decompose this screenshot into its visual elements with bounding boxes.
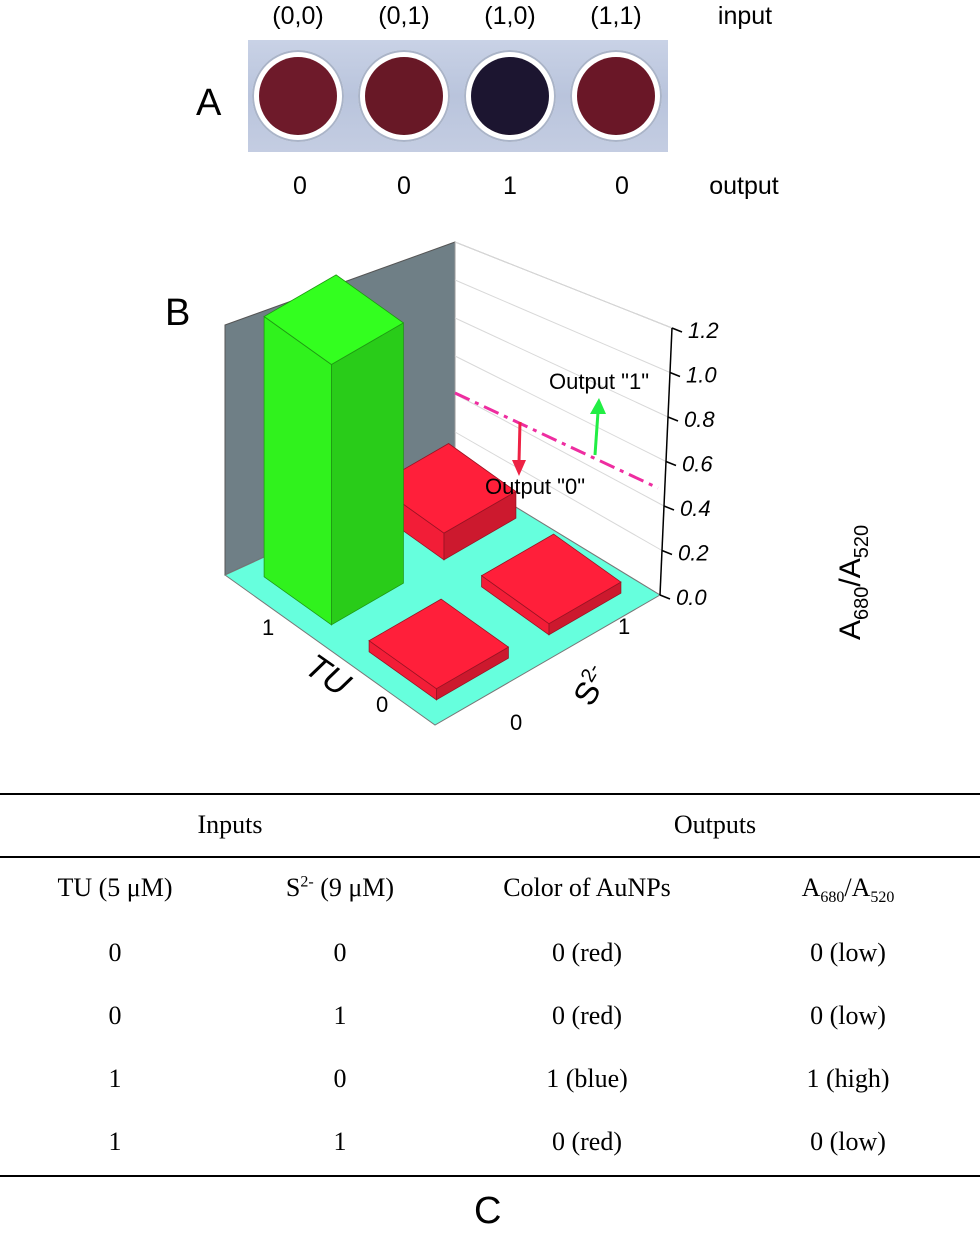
bar-chart-3d: 0.0 0.2 0.4 0.6 0.8 1.0 1.2 Output "1" Output … [224,241,873,735]
row-ratio-0: 0 (low) [810,938,886,967]
row-color-0: 0 (red) [551,938,622,967]
panel-c-letter: C [474,1190,502,1232]
bar-tu1-s0 [263,274,405,626]
header-inputs: Inputs [197,810,263,839]
z-tick-mark-4 [667,416,679,422]
z-axis-label: A680/A520 [834,525,873,640]
input-label-11: (1,1) [590,2,642,30]
z-tick-mark-5 [669,371,681,378]
row-color-3: 0 (red) [551,1127,622,1156]
arrow-down-shaft [517,421,522,463]
panel-a-letter: A [196,82,222,124]
col-header-color: Color of AuNPs [503,873,671,902]
row-tu-3: 1 [108,1127,122,1156]
output-value-01: 0 [397,172,411,200]
input-label-01: (0,1) [378,2,430,30]
z-tick-mark-0 [659,594,671,600]
input-label-00: (0,0) [272,2,324,30]
bar-tu0-s0 [368,598,510,701]
panel-b-letter: B [165,292,191,334]
z-tick-label-1: 0.2 [678,541,709,566]
row-tu-1: 0 [108,1001,122,1030]
z-tick-label-0: 0.0 [676,585,707,610]
bar-face-front-left [263,315,332,626]
col-header-s2: S2- (9 μM) [285,873,395,902]
threshold-line [454,391,659,490]
tu-tick-0: 0 [376,692,388,717]
row-ratio-1: 0 (low) [810,1001,886,1030]
table-bottom-rule [0,1175,980,1177]
col-header-tu: TU (5 μM) [57,873,173,902]
row-s2-2: 0 [333,1064,347,1093]
gridline-6 [454,241,673,329]
well-plate-photo [248,40,668,152]
row-color-1: 0 (red) [551,1001,622,1030]
z-tick-label-6: 1.2 [688,318,719,343]
arrow-up-shaft [593,411,600,456]
arrow-down-icon [512,460,526,476]
output-0-annotation: Output "0" [485,474,585,499]
tu-tick-1: 1 [262,615,274,640]
row-s2-3: 1 [333,1127,347,1156]
output-value-10: 1 [503,172,517,200]
row-tu-0: 0 [108,938,122,967]
bar-face-top [368,598,510,690]
z-tick-label-3: 0.6 [682,452,713,477]
header-outputs: Outputs [673,810,757,839]
table-mid-rule [0,856,980,858]
output-row-label: output [709,172,779,200]
bar-face-top [480,533,622,625]
bar-face-front-right [330,322,404,626]
table-top-rule [0,793,980,795]
z-tick-label-5: 1.0 [686,363,717,388]
z-tick-mark-1 [661,549,673,556]
row-ratio-3: 0 (low) [810,1127,886,1156]
row-ratio-2: 1 (high) [806,1064,890,1093]
output-value-00: 0 [293,172,307,200]
output-1-annotation: Output "1" [549,369,649,394]
arrow-up-icon [590,398,606,414]
row-color-2: 1 (blue) [546,1064,628,1093]
input-label-10: (1,0) [484,2,536,30]
gridline-4 [454,317,669,418]
s2-axis-label: S2- [566,660,617,712]
z-tick-mark-6 [671,327,683,333]
z-tick-mark-3 [665,460,677,467]
input-row-label: input [717,2,773,30]
row-s2-1: 1 [333,1001,347,1030]
bar-face-top [263,274,405,365]
gridline-5 [454,279,671,373]
z-tick-label-4: 0.8 [684,407,715,432]
well-11 [570,50,662,142]
gridline-2 [454,393,665,507]
gridline-1 [454,431,663,551]
row-s2-0: 0 [333,938,347,967]
s2-tick-1: 1 [618,614,630,639]
z-tick-mark-2 [663,505,675,511]
row-tu-2: 1 [108,1064,122,1093]
z-tick-label-2: 0.4 [680,496,711,521]
well-00 [252,50,344,142]
well-01 [358,50,450,142]
gridline-3 [454,355,667,462]
bar-tu0-s1 [480,533,622,636]
s2-tick-0: 0 [510,710,522,735]
col-header-ratio: A680/A520 [801,873,895,907]
well-10 [464,50,556,142]
output-value-11: 0 [615,172,629,200]
